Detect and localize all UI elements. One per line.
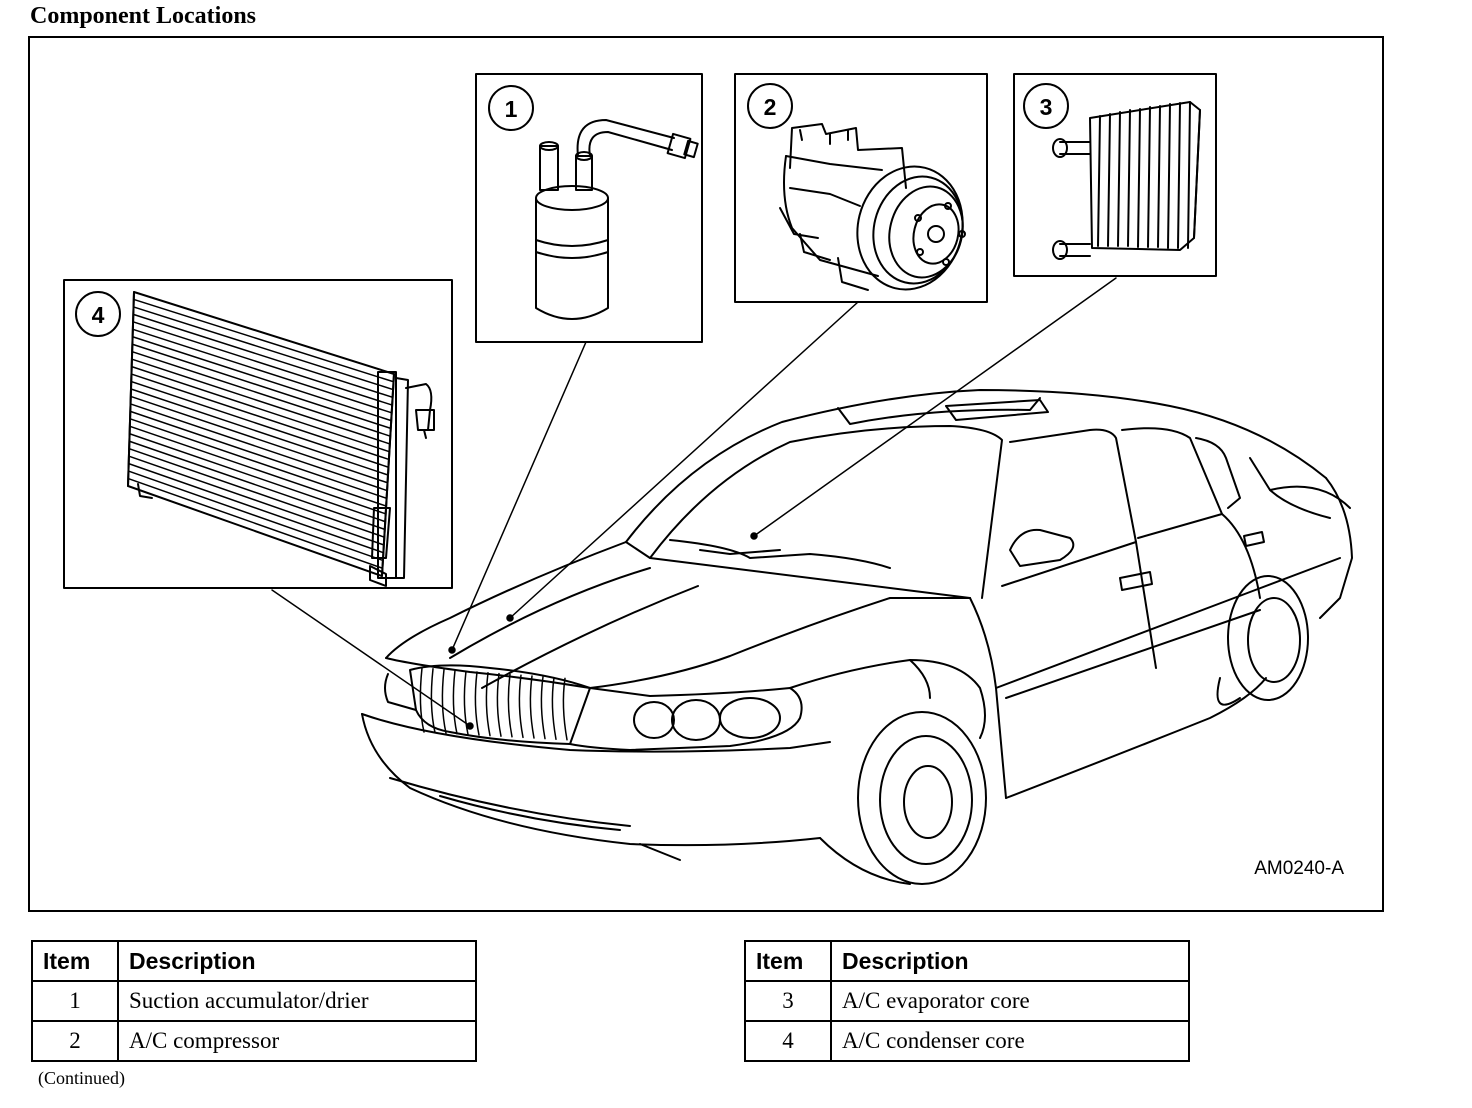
condenser-fin [129, 403, 388, 492]
callout-1: 1 [488, 85, 534, 131]
condenser-core-drawing [127, 291, 435, 587]
inset-box-4 [63, 279, 453, 589]
legend-table-2: Item Description 3 A/C evaporator core 4… [744, 940, 1190, 1062]
component-locations-figure: 1 2 3 4 [28, 36, 1384, 912]
condenser-fin [128, 447, 386, 538]
leader-line-1 [451, 341, 587, 651]
grille-bar [551, 676, 557, 740]
condenser-fin [128, 440, 386, 531]
table-row: 2 A/C compressor [31, 1020, 477, 1062]
page-title: Component Locations [30, 3, 257, 29]
grille-bar [441, 668, 447, 734]
grille-bar [562, 677, 568, 741]
condenser-fin [129, 425, 387, 515]
grille-bar [419, 667, 425, 733]
grille-bar [430, 668, 436, 734]
condenser-fin [132, 306, 394, 391]
leader-line-3 [753, 277, 1117, 537]
legend-table-1: Item Description 1 Suction accumulator/d… [31, 940, 477, 1062]
table-row: 4 A/C condenser core [744, 1020, 1190, 1062]
inset-box-1 [475, 73, 703, 343]
grille-bar [540, 676, 546, 740]
condenser-fin [132, 313, 394, 399]
table-row: 3 A/C evaporator core [744, 980, 1190, 1022]
leader-line-4 [271, 589, 471, 727]
compressor-drawing [779, 123, 966, 291]
condenser-fin [131, 343, 392, 430]
condenser-fin [127, 470, 384, 562]
item-number: 2 [31, 1020, 119, 1062]
vehicle-drawing [361, 389, 1353, 885]
callout-2-label: 2 [764, 94, 777, 120]
condenser-fin [127, 477, 384, 569]
item-description: Suction accumulator/drier [117, 980, 477, 1022]
condenser-fin [129, 418, 387, 507]
item-description: A/C evaporator core [830, 980, 1190, 1022]
continued-note: (Continued) [38, 1068, 125, 1088]
condenser-fin [131, 350, 392, 437]
item-description: A/C condenser core [830, 1020, 1190, 1062]
grille-bar [474, 671, 480, 736]
condenser-fin [128, 455, 385, 546]
callout-3-label: 3 [1040, 94, 1053, 120]
figure-code: AM0240-A [1254, 858, 1344, 879]
callout-2: 2 [747, 83, 793, 129]
leader-line-2 [509, 301, 859, 619]
item-number: 4 [744, 1020, 832, 1062]
condenser-fin [129, 410, 388, 500]
callout-4-label: 4 [92, 302, 105, 328]
item-number: 3 [744, 980, 832, 1022]
condenser-fin [131, 336, 392, 422]
grille-bar [529, 675, 535, 739]
column-header-item: Item [744, 940, 832, 982]
grille-bar [496, 672, 502, 737]
accumulator-drier-drawing [535, 119, 699, 320]
condenser-fin [132, 328, 393, 414]
grille-bar [518, 674, 524, 739]
table-header-row: Item Description [744, 940, 1190, 982]
inset-box-3 [1013, 73, 1217, 277]
condenser-fin [130, 380, 390, 468]
condenser-fin [130, 365, 391, 453]
grille-bar [463, 670, 469, 736]
condenser-fin [131, 358, 391, 445]
table-row: 1 Suction accumulator/drier [31, 980, 477, 1022]
grille-bar [485, 672, 491, 737]
condenser-fin [127, 462, 385, 554]
table-header-row: Item Description [31, 940, 477, 982]
item-description: A/C compressor [117, 1020, 477, 1062]
column-header-item: Item [31, 940, 119, 982]
condenser-fin [133, 298, 395, 383]
condenser-fin [130, 395, 389, 484]
diagram-svg: 1 2 3 4 [63, 73, 1353, 885]
inset-box-2 [734, 73, 988, 303]
condenser-fin [130, 388, 389, 476]
callout-1-label: 1 [505, 96, 518, 122]
grille-bar [452, 669, 458, 735]
callout-4: 4 [75, 291, 121, 337]
column-header-description: Description [117, 940, 477, 982]
grille-bar [507, 673, 513, 738]
condenser-fin [132, 321, 393, 406]
evaporator-core-drawing [1052, 101, 1201, 260]
item-number: 1 [31, 980, 119, 1022]
column-header-description: Description [830, 940, 1190, 982]
callout-3: 3 [1023, 83, 1069, 129]
condenser-fin [130, 373, 390, 461]
condenser-fin [128, 433, 386, 523]
